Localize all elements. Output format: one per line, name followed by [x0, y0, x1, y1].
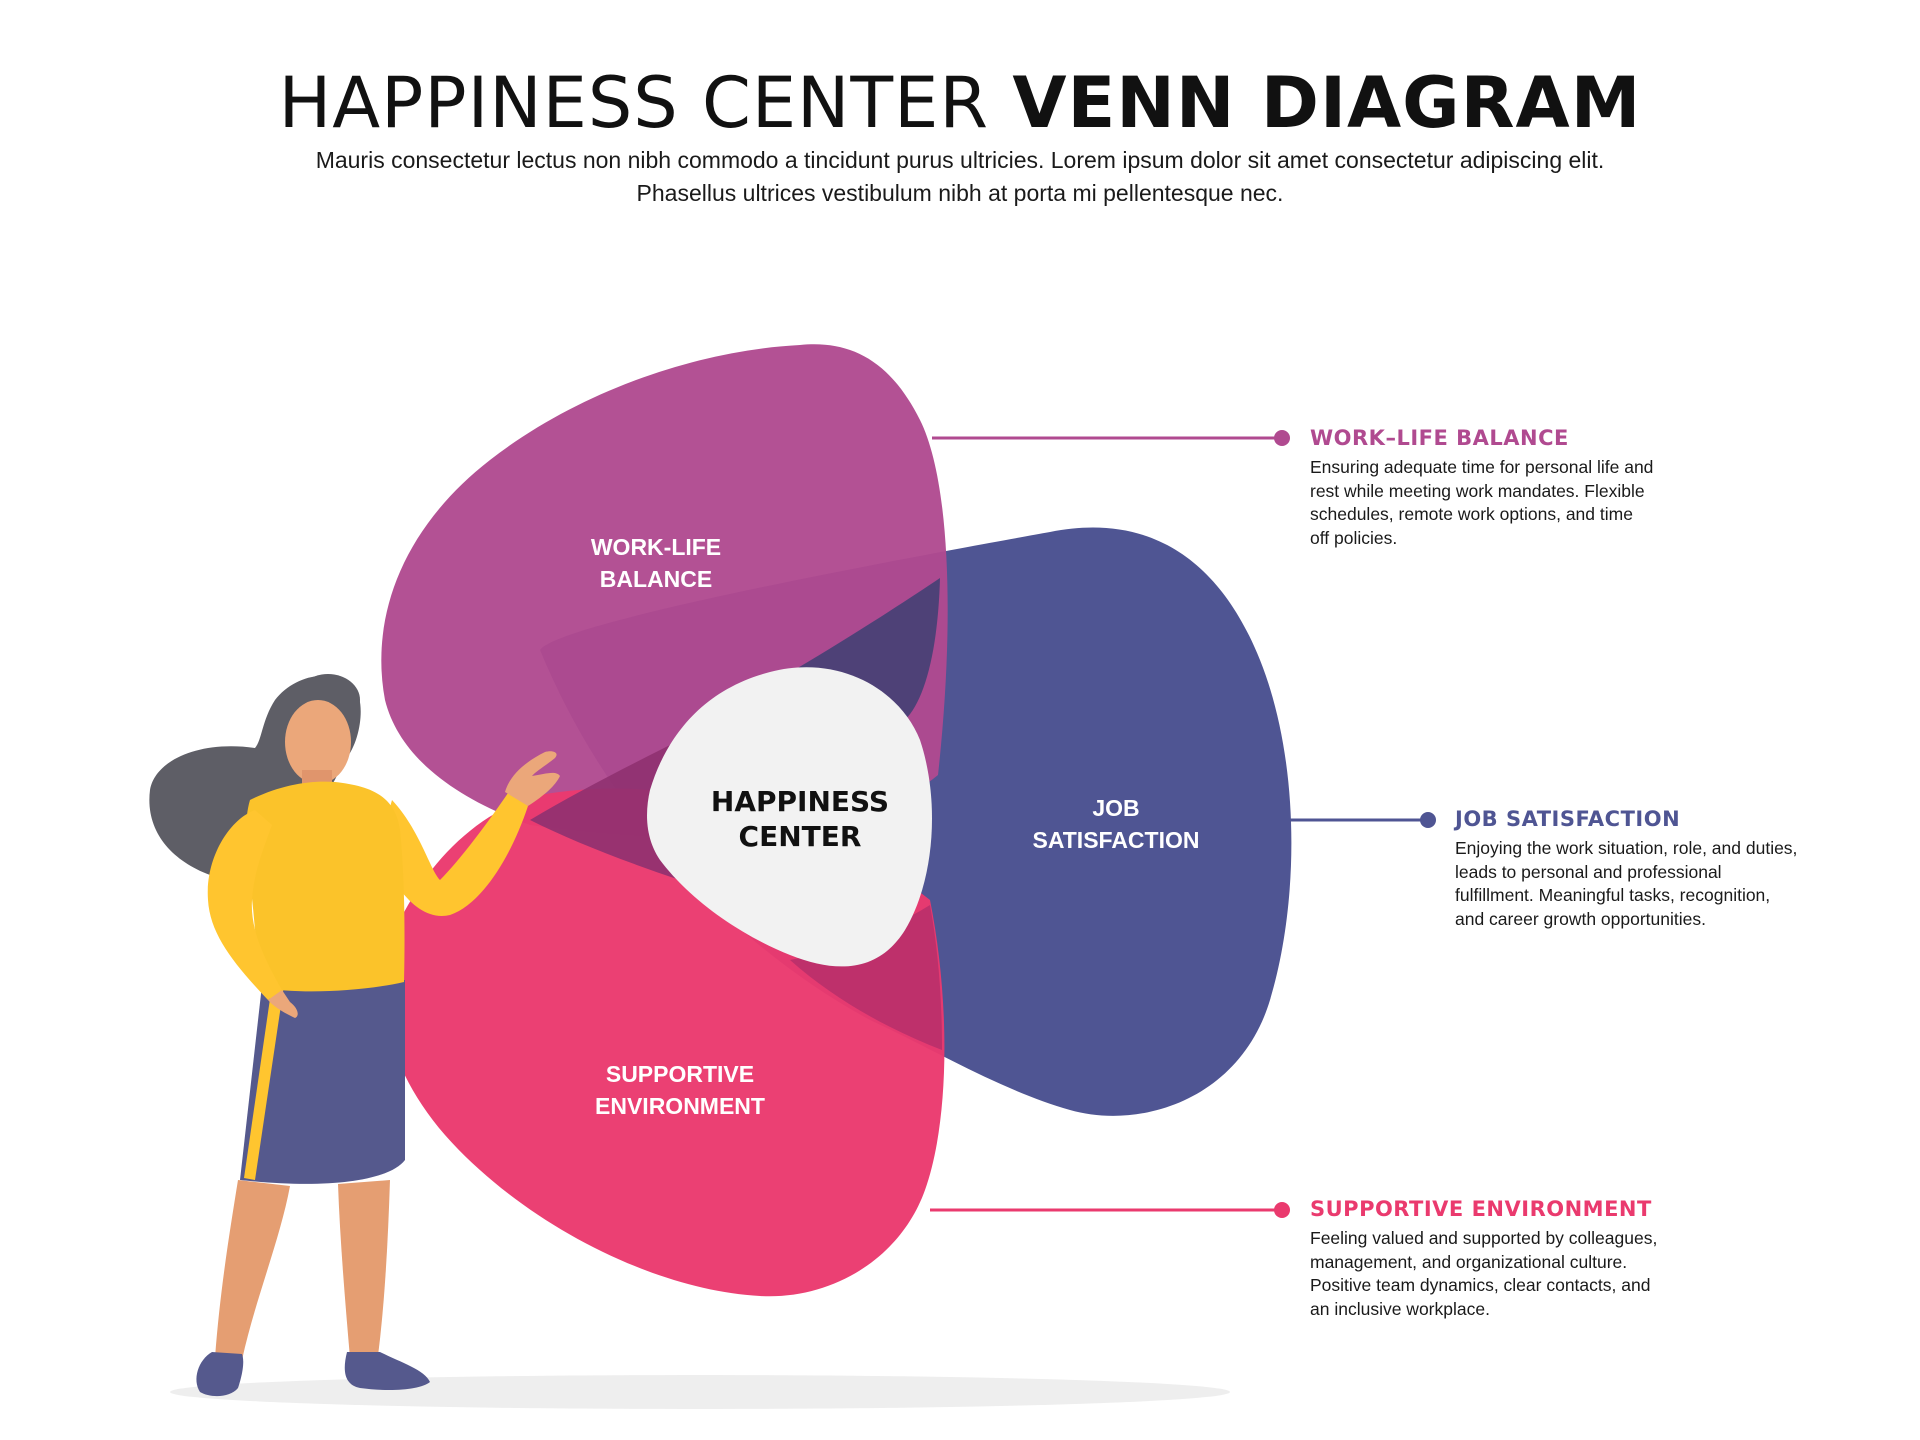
- label-supportive-line2: ENVIRONMENT: [595, 1093, 765, 1119]
- callout-heading-supportive: SUPPORTIVE ENVIRONMENT: [1310, 1197, 1652, 1221]
- woman-skirt-stripe: [244, 985, 284, 1180]
- label-center-line2: CENTER: [739, 820, 862, 853]
- label-center-line1: HAPPINESS: [711, 785, 889, 818]
- page-title: HAPPINESS CENTER VENN DIAGRAM: [0, 62, 1920, 144]
- callout-body-supportive: Feeling valued and supported by colleagu…: [1310, 1228, 1658, 1319]
- label-job-line2: SATISFACTION: [1033, 827, 1200, 853]
- overlap-job-supportive: [790, 905, 942, 1050]
- label-job-line1: JOB: [1092, 795, 1139, 821]
- callout-work-life-balance: WORK–LIFE BALANCE Ensuring adequate time…: [1310, 426, 1655, 550]
- woman-raised-arm: [378, 790, 528, 916]
- woman-raised-hand: [505, 751, 560, 806]
- woman-illustration: [149, 674, 560, 1397]
- woman-leg-right: [338, 1180, 390, 1358]
- overlap-work-supportive: [530, 735, 690, 880]
- label-work-life-line1: WORK-LIFE: [591, 534, 721, 560]
- callout-heading-job: JOB SATISFACTION: [1455, 807, 1681, 831]
- label-work-life-line2: BALANCE: [600, 566, 712, 592]
- connector-dot-work-life: [1274, 430, 1290, 446]
- woman-face: [285, 700, 351, 784]
- woman-skirt: [240, 980, 405, 1184]
- label-supportive-line1: SUPPORTIVE: [606, 1061, 754, 1087]
- callout-job-satisfaction: JOB SATISFACTION Enjoying the work situa…: [1455, 807, 1800, 931]
- woman-hand-hip: [268, 990, 298, 1018]
- woman-shoe-left: [196, 1352, 244, 1397]
- title-bold: VENN DIAGRAM: [1012, 62, 1642, 144]
- woman-arm-hip: [207, 810, 282, 1000]
- woman-torso: [246, 781, 405, 992]
- happiness-center-shape: [647, 667, 932, 967]
- woman-leg-left: [215, 1180, 290, 1360]
- callout-body-job: Enjoying the work situation, role, and d…: [1455, 838, 1798, 929]
- connector-dot-job: [1420, 812, 1436, 828]
- connector-dot-supportive: [1274, 1202, 1290, 1218]
- callout-supportive-environment: SUPPORTIVE ENVIRONMENT Feeling valued an…: [1310, 1197, 1670, 1321]
- page-subtitle: Mauris consectetur lectus non nibh commo…: [315, 147, 1605, 206]
- callout-heading-work-life: WORK–LIFE BALANCE: [1310, 426, 1569, 450]
- title-light: HAPPINESS CENTER: [278, 62, 990, 144]
- ground-shadow: [170, 1375, 1230, 1409]
- callout-body-work-life: Ensuring adequate time for personal life…: [1310, 457, 1654, 548]
- woman-shoe-right: [344, 1352, 430, 1390]
